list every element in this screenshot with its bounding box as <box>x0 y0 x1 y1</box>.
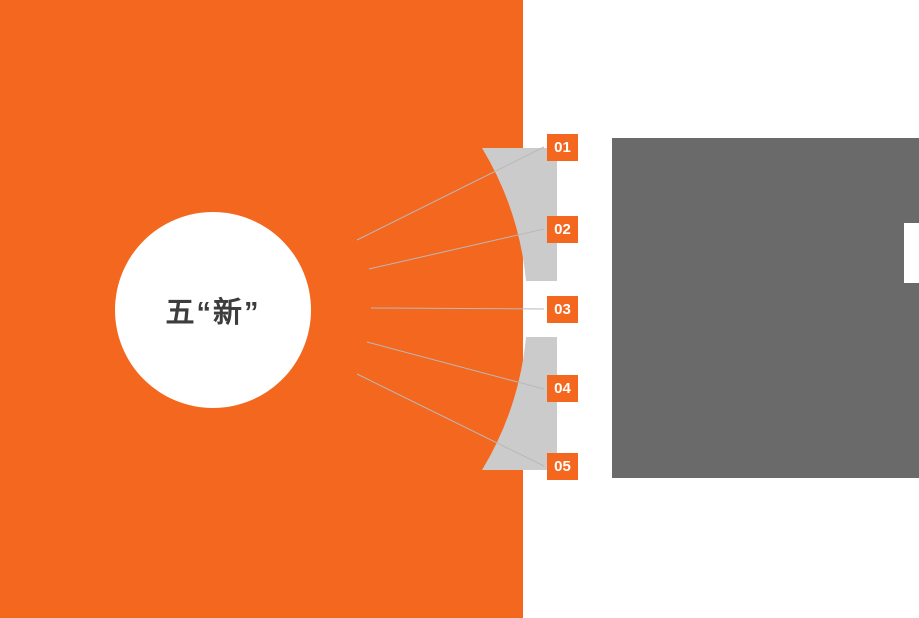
circle-title: 五“新” <box>165 297 261 329</box>
number-badge-01: 01 <box>547 134 578 161</box>
left-orange-panel: 五“新” <box>0 0 523 618</box>
number-badge-02-label: 02 <box>554 221 571 238</box>
number-badge-02: 02 <box>547 216 578 243</box>
content-placeholder-block <box>612 138 919 478</box>
number-badge-03: 03 <box>547 296 578 323</box>
center-circle: 五“新” <box>115 212 311 408</box>
number-badge-04: 04 <box>547 375 578 402</box>
number-badge-01-label: 01 <box>554 139 571 156</box>
number-badge-05-label: 05 <box>554 458 571 475</box>
placeholder-notch <box>904 223 919 283</box>
number-badge-05: 05 <box>547 453 578 480</box>
number-badge-03-label: 03 <box>554 301 571 318</box>
number-badge-04-label: 04 <box>554 380 571 397</box>
